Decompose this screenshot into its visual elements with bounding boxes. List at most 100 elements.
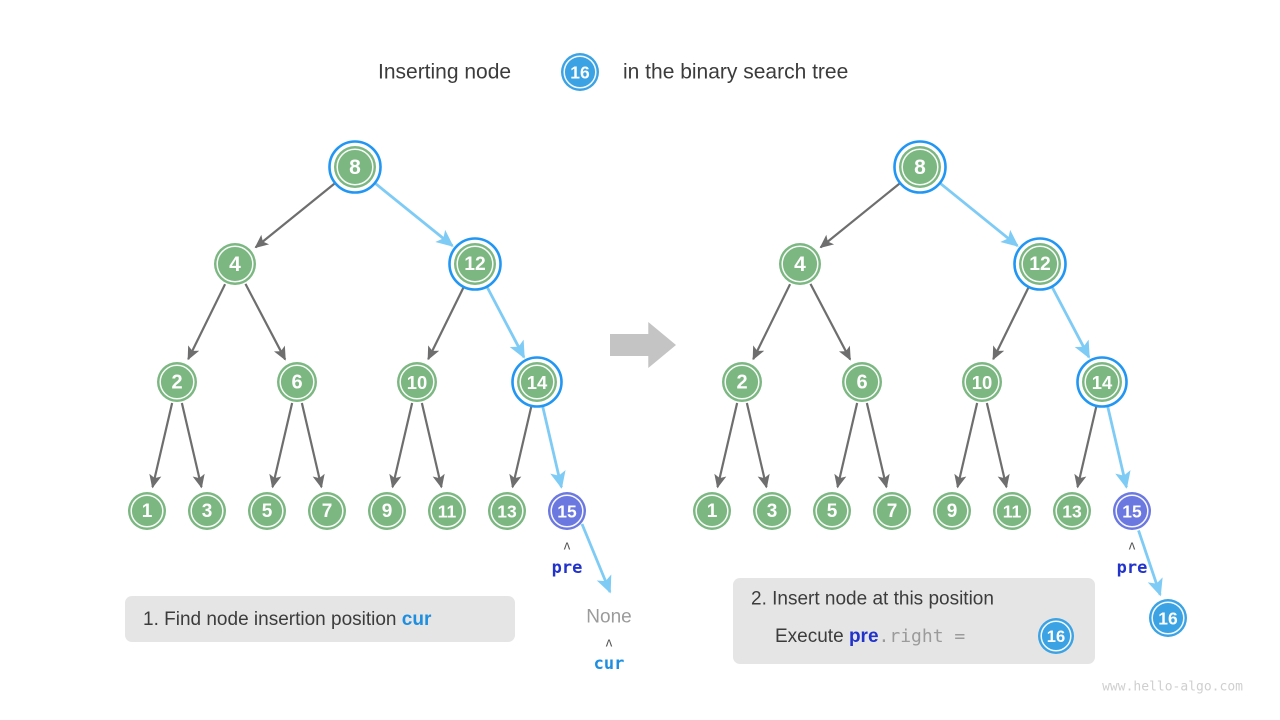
node-value: 14 [527,372,548,393]
node-value: 6 [291,372,302,394]
panel-left-edge-4-2 [187,283,227,361]
node-inner-ring [430,494,464,528]
highlight-ring [893,140,947,194]
node-circle [454,243,496,285]
node-circle [368,492,406,530]
node-circle [277,362,317,402]
node-circle [561,53,599,91]
node-circle [693,492,731,530]
panel-right-edge-12-10 [992,286,1030,361]
node-circle [308,492,346,530]
node-inner-ring [190,494,224,528]
panel-right-caret-pre: ʌ [1129,538,1136,553]
panel-left-node-12: 12 [448,237,502,291]
panel-left-edge-14-13 [509,406,533,489]
node-inner-ring [781,245,819,283]
panel-right-node-2: 2 [722,362,762,402]
panel-right-node-12: 12 [1013,237,1067,291]
node-circle [1053,492,1091,530]
node-circle [1113,492,1151,530]
panel-left-edge-6-7 [300,402,325,489]
node-circle [779,243,821,285]
panel-left-edge-14-15 [541,406,566,489]
node-circle [428,492,466,530]
panel-right-edge-4-2 [752,283,792,361]
node-value: 6 [856,372,867,394]
panel-left-edge-8-4 [254,182,336,249]
node-inner-ring [695,494,729,528]
node-inner-ring [310,494,344,528]
node-inner-ring [399,364,435,400]
panel-right-node-15: 15 [1113,492,1151,530]
node-circle [962,362,1002,402]
panel-left-pointer-label-pre: pre [552,558,583,578]
node-inner-ring [815,494,849,528]
panel-right-pointer-label-pre: pre [1117,558,1148,578]
node-circle [1019,243,1061,285]
panel-left-node-2: 2 [157,362,197,402]
panel-left-caption-accent: cur [402,609,432,630]
panel-left-caption-line: 1. Find node insertion position cur [143,609,432,630]
node-inner-ring [844,364,880,400]
node-circle [214,243,256,285]
panel-left-caret-cur: ʌ [606,635,613,650]
panel-left-node-6: 6 [277,362,317,402]
panel-right-edge-12-14 [1050,286,1091,359]
panel-right-edge-2-3 [745,402,770,489]
panel-right-node-6: 6 [842,362,882,402]
node-value: 1 [142,501,153,522]
node-circle [813,492,851,530]
panel-left-edge-2-1 [149,402,174,489]
node-inner-ring [370,494,404,528]
node-circle [188,492,226,530]
node-inner-ring [1151,601,1185,635]
node-inner-ring [336,148,374,186]
node-inner-ring [724,364,760,400]
highlight-ring [328,140,382,194]
panel-right-edge-14-15 [1106,406,1131,489]
panel-left-node-7: 7 [308,492,346,530]
node-circle [248,492,286,530]
node-value: 1 [707,501,718,522]
node-value: 3 [767,501,778,522]
panel-left-edge-6-5 [269,402,294,489]
node-value: 16 [570,63,590,83]
node-inner-ring [159,364,195,400]
node-inner-ring [1055,494,1089,528]
node-circle [993,492,1031,530]
panel-right-node-4: 4 [779,243,821,285]
node-value: 8 [914,156,926,179]
watermark: www.hello-algo.com [1102,680,1243,695]
panel-left-caption: 1. Find node insertion position cur [125,596,515,642]
node-inner-ring [1084,364,1120,400]
panel-right-edge-8-4 [819,182,901,249]
node-value: 15 [1122,502,1142,522]
panel-left-node-1: 1 [128,492,166,530]
node-inner-ring [550,494,584,528]
node-circle [899,146,941,188]
node-circle [334,146,376,188]
node-circle [1038,618,1074,654]
node-inner-ring [456,245,494,283]
panel-right-caption-pre: pre [849,626,879,647]
node-inner-ring [519,364,555,400]
panel-right-edge-2-1 [714,402,739,489]
node-inner-ring [216,245,254,283]
node-inner-ring [130,494,164,528]
node-value: 7 [887,501,898,522]
panel-right-node-5: 5 [813,492,851,530]
node-circle [842,362,882,402]
panel-right-edge-4-6 [809,283,852,361]
edges-layer [149,182,1163,597]
panel-right-node-3: 3 [753,492,791,530]
node-circle [128,492,166,530]
panel-right-edge-10-9 [954,402,979,489]
panel-right-node-14: 14 [1076,356,1128,408]
panel-right-edge-8-12 [939,182,1019,247]
